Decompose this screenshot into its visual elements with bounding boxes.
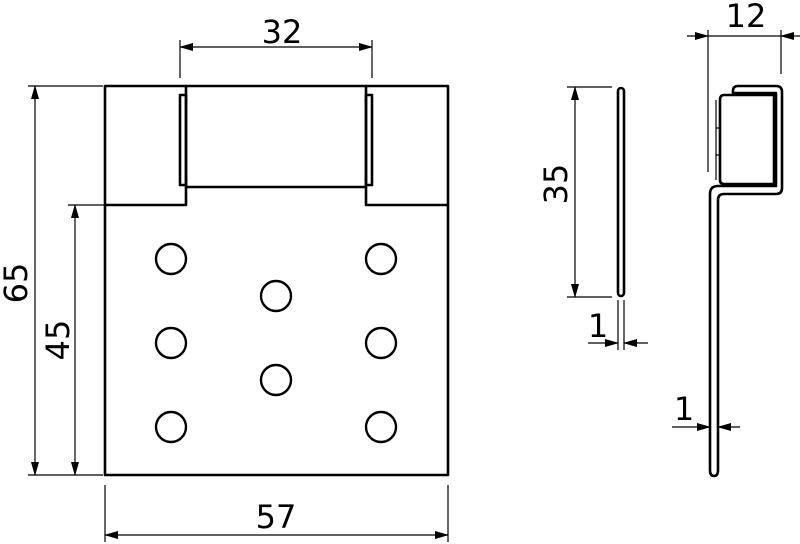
dim-45: 45 (39, 204, 105, 476)
plate-outline (103, 84, 450, 477)
dim-total-width-label: 57 (256, 498, 297, 536)
dim-32: 32 (179, 13, 373, 78)
mounting-hole (154, 326, 188, 360)
dim-slot-width-label: 32 (262, 13, 303, 51)
front-view (103, 84, 450, 477)
dim-plate-height-label: 45 (39, 320, 77, 361)
mounting-hole (364, 410, 398, 444)
mounting-hole (364, 242, 398, 276)
holes (154, 242, 398, 444)
dim-side-height-label: 35 (537, 164, 575, 205)
mounting-hole (259, 279, 293, 313)
mounting-hole (154, 242, 188, 276)
dim-total-height-label: 65 (0, 263, 35, 304)
inner-block (718, 93, 776, 186)
dim-profile-thickness-label: 1 (674, 390, 694, 428)
profile-view: 12 1 (672, 0, 800, 478)
dim-profile-depth-label: 12 (726, 0, 767, 35)
profile-outline (708, 84, 784, 478)
side-plate (616, 86, 626, 298)
side-view: 35 1 (537, 86, 648, 350)
dim-65: 65 (0, 85, 103, 476)
left-tab (178, 93, 188, 187)
mounting-hole (364, 326, 398, 360)
dim-57: 57 (104, 485, 449, 542)
right-tab (364, 93, 374, 187)
dim-side-thickness-label: 1 (588, 307, 608, 345)
mounting-hole (154, 410, 188, 444)
mounting-hole (259, 363, 293, 397)
